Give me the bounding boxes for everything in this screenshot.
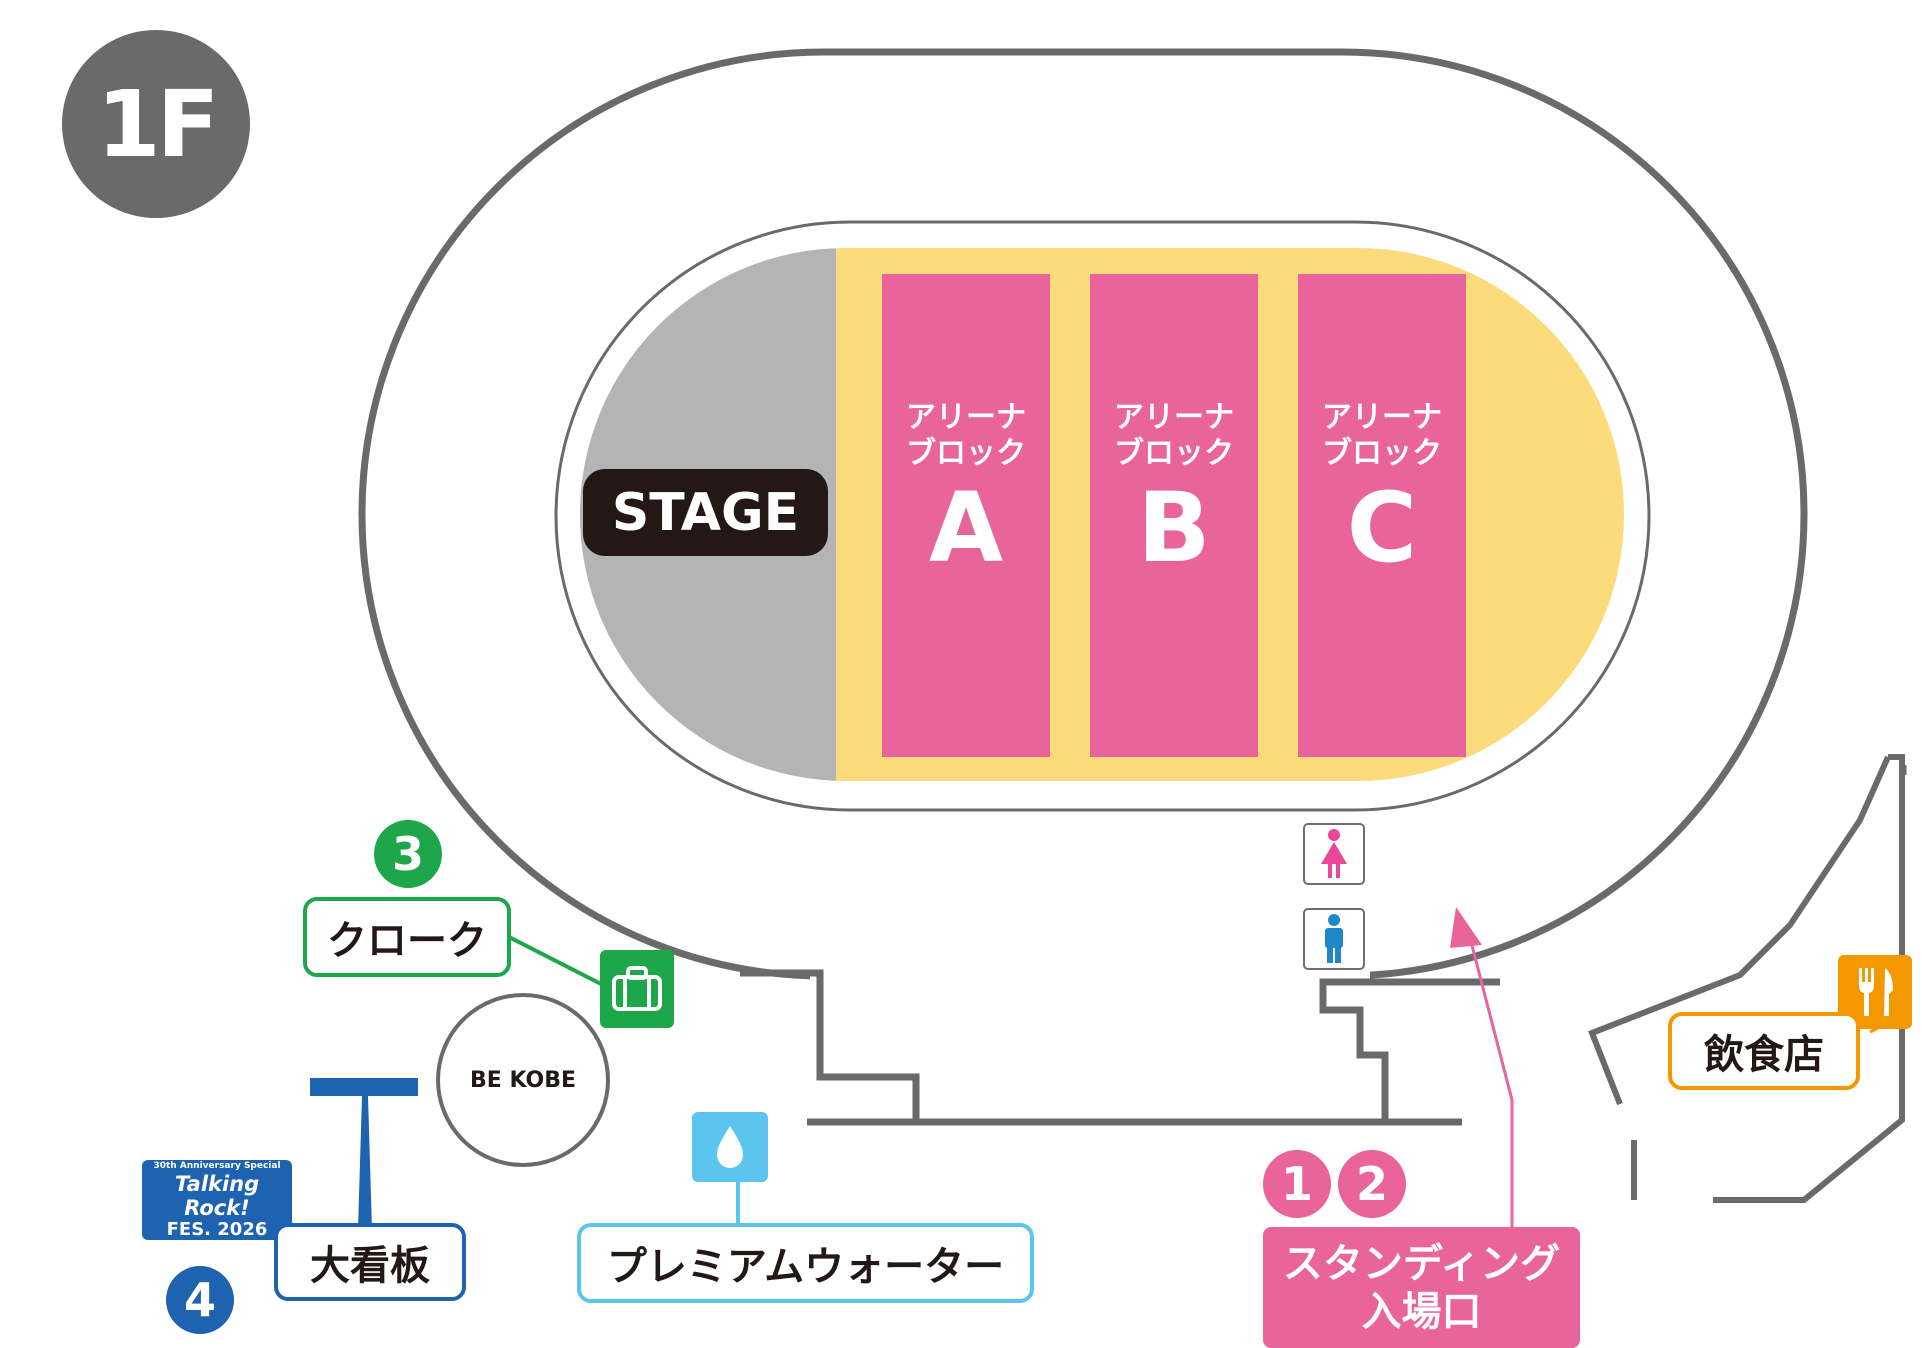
fes-logo-line2: Talking Rock! bbox=[174, 1171, 260, 1220]
stage-label[interactable]: STAGE bbox=[583, 469, 828, 556]
water-label[interactable]: プレミアムウォーター bbox=[577, 1223, 1034, 1303]
water-drop-icon[interactable] bbox=[692, 1112, 768, 1182]
block-a-line2: ブロック bbox=[906, 436, 1026, 471]
billboard-sign bbox=[310, 1078, 418, 1096]
block-b-line1: アリーナ bbox=[1114, 400, 1234, 435]
arena-block-a-label: アリーナ ブロック A bbox=[882, 400, 1050, 580]
entrance-label-line1: スタンディング bbox=[1282, 1240, 1561, 1287]
arena-block-c[interactable] bbox=[1298, 274, 1466, 757]
billboard-label[interactable]: 大看板 bbox=[274, 1223, 466, 1301]
billboard-post bbox=[358, 1096, 372, 1230]
female-figure-icon bbox=[1321, 829, 1347, 878]
floor-badge: 1F bbox=[62, 30, 250, 218]
luggage-icon[interactable] bbox=[600, 950, 674, 1028]
right-structure-inner bbox=[1588, 755, 1891, 1106]
block-b-letter: B bbox=[1137, 472, 1211, 584]
male-figure-icon bbox=[1325, 914, 1343, 963]
arena-block-c-label: アリーナ ブロック C bbox=[1298, 400, 1466, 580]
billboard-number-badge: 4 bbox=[166, 1266, 234, 1334]
cloak-label[interactable]: クローク bbox=[303, 897, 511, 977]
block-a-letter: A bbox=[928, 472, 1004, 584]
entrance-label[interactable]: スタンディング 入場口 bbox=[1263, 1227, 1580, 1348]
block-a-line1: アリーナ bbox=[906, 400, 1026, 435]
block-c-line1: アリーナ bbox=[1322, 400, 1442, 435]
block-c-letter: C bbox=[1346, 472, 1418, 584]
fes-logo-line1: 30th Anniversary Special bbox=[153, 1160, 281, 1171]
cloak-connector bbox=[504, 933, 604, 987]
arena-block-b[interactable] bbox=[1090, 274, 1258, 757]
fes-logo: 30th Anniversary Special Talking Rock! F… bbox=[142, 1160, 292, 1240]
entrance-arrow-head bbox=[1450, 907, 1482, 948]
arena-block-b-label: アリーナ ブロック B bbox=[1090, 400, 1258, 580]
arena-block-a[interactable] bbox=[882, 274, 1050, 757]
block-b-line2: ブロック bbox=[1114, 436, 1234, 471]
be-kobe-monument[interactable]: BE KOBE bbox=[436, 993, 610, 1167]
block-c-line2: ブロック bbox=[1322, 436, 1442, 471]
male-restroom-icon[interactable] bbox=[1303, 908, 1365, 970]
food-label[interactable]: 飲食店 bbox=[1668, 1012, 1860, 1090]
right-structure-outer bbox=[1713, 754, 1905, 1203]
entrance-number-badge-1: 1 bbox=[1263, 1150, 1331, 1218]
entrance-number-badge-2: 2 bbox=[1338, 1150, 1406, 1218]
fes-logo-line3: FES. 2026 bbox=[166, 1218, 268, 1240]
entrance-label-line2: 入場口 bbox=[1361, 1288, 1482, 1335]
wall-right bbox=[1319, 978, 1500, 1122]
cloak-number-badge: 3 bbox=[374, 820, 442, 888]
female-restroom-icon[interactable] bbox=[1303, 823, 1365, 885]
